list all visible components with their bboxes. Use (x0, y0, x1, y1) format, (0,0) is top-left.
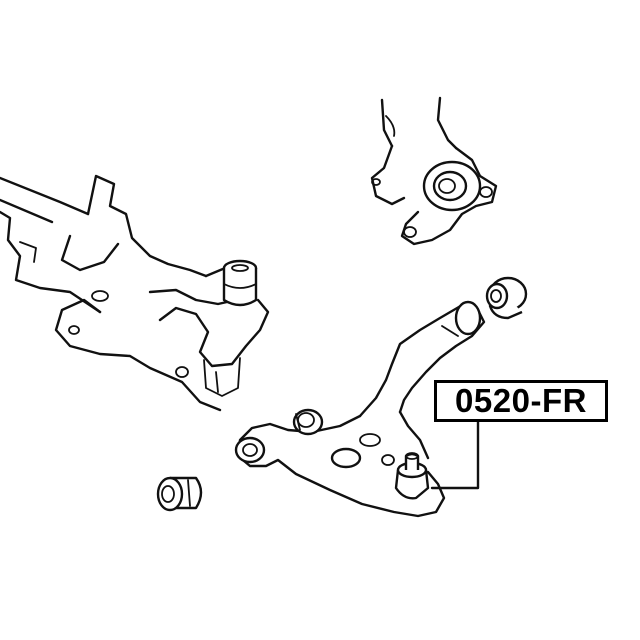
control-arm-drawing (234, 300, 486, 518)
front-bushing-drawing (156, 476, 203, 512)
middle-bushing-drawing (292, 408, 324, 436)
leader-line (430, 420, 480, 490)
rear-bushing-drawing (485, 276, 528, 320)
part-number-label: 0520-FR (434, 380, 608, 422)
upper-bushing-drawing (222, 259, 258, 307)
knuckle-drawing (370, 96, 498, 246)
